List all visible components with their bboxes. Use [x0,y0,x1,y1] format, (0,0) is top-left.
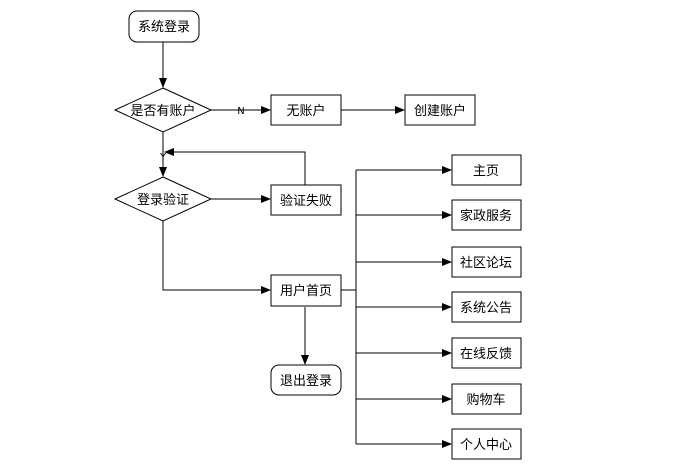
decision-has-account: 是否有账户 [113,87,213,133]
edge-label-yes: Y [159,152,167,163]
menu-item-3-label: 社区论坛 [460,255,512,271]
decision-has-account-label: 是否有账户 [130,103,195,119]
menu-item-2-label: 家政服务 [460,208,512,224]
menu-item-4: 系统公告 [451,291,522,323]
node-verify-fail-label: 验证失败 [280,193,332,209]
node-user-home: 用户首页 [270,274,342,307]
decision-verify-label: 登录验证 [137,192,189,208]
menu-item-7: 个人中心 [451,428,522,460]
node-login: 系统登录 [128,10,200,43]
connectors [159,42,452,448]
node-create-account: 创建账户 [404,94,476,126]
decision-verify: 登录验证 [113,176,213,222]
node-no-account-label: 无账户 [286,103,325,119]
node-no-account: 无账户 [270,94,342,126]
node-user-home-label: 用户首页 [280,283,332,299]
node-logout-label: 退出登录 [280,374,332,389]
menu-item-5-label: 在线反馈 [460,347,512,362]
menu-item-6: 购物车 [451,383,522,415]
menu-item-7-label: 个人中心 [460,438,512,453]
menu-item-2: 家政服务 [451,199,522,231]
menu-item-5: 在线反馈 [451,337,522,369]
node-logout: 退出登录 [270,364,342,396]
menu-item-1-label: 主页 [473,164,499,179]
node-verify-fail: 验证失败 [270,184,342,216]
arrow-verify-to-home [162,221,271,294]
node-login-label: 系统登录 [138,20,190,35]
menu-item-1: 主页 [451,154,522,186]
menu-item-4-label: 系统公告 [460,301,512,316]
menu-item-3: 社区论坛 [451,246,522,278]
edge-label-no: N [237,106,244,117]
node-create-account-label: 创建账户 [414,103,466,119]
menu-item-6-label: 购物车 [466,392,505,408]
arrow-fail-back [164,148,306,185]
